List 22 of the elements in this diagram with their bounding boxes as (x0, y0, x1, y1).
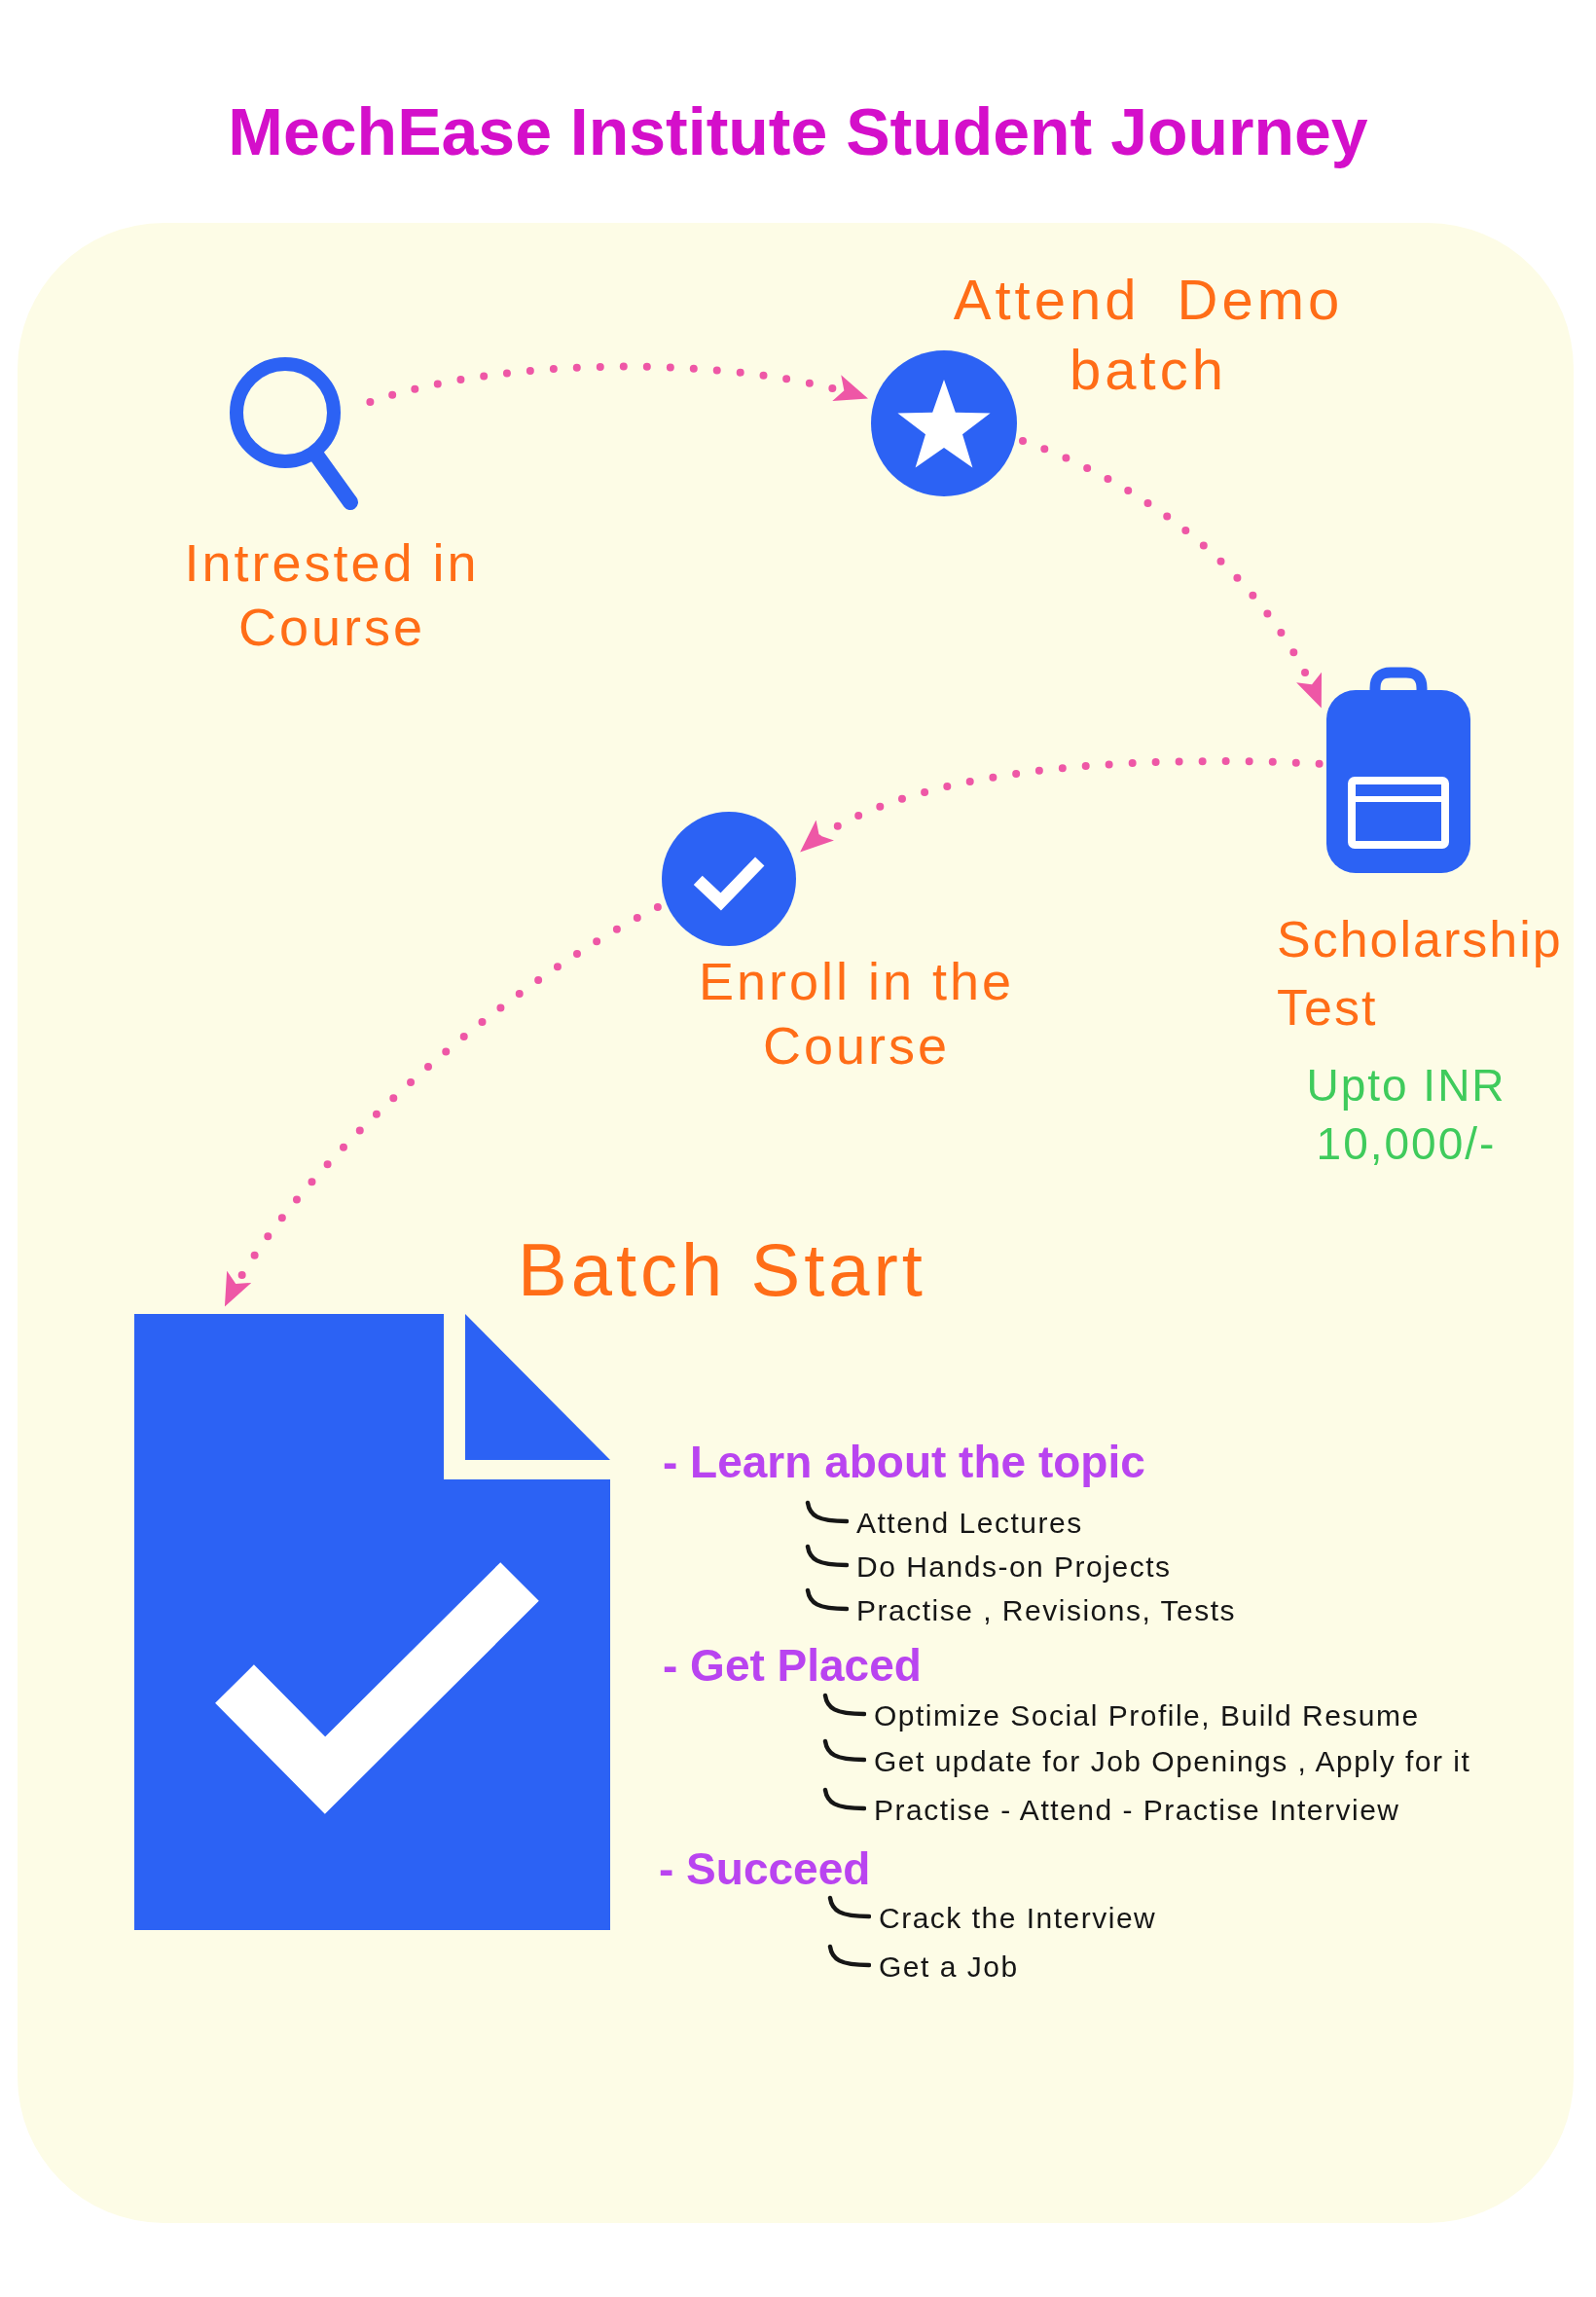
list-heading: - Get Placed (663, 1640, 922, 1691)
list-heading: - Succeed (659, 1843, 871, 1894)
list-item: Optimize Social Profile, Build Resume (874, 1698, 1420, 1733)
step-caption: Intrested in Course (183, 532, 481, 658)
list-item: Attend Lectures (856, 1506, 1083, 1541)
backpack-icon (1326, 667, 1470, 873)
amount-note: Upto INR 10,000/- (1305, 1059, 1507, 1171)
document-check-icon (134, 1314, 610, 1930)
list-item: Do Hands-on Projects (856, 1550, 1172, 1585)
step-caption: Attend Demo batch (952, 267, 1345, 403)
step-caption: Batch Start (518, 1228, 926, 1312)
list-item: Crack the Interview (879, 1901, 1157, 1936)
list-item: Get update for Job Openings , Apply for it (874, 1744, 1471, 1779)
list-heading: - Learn about the topic (663, 1437, 1145, 1487)
step-caption: Enroll in the Course (697, 951, 1016, 1076)
step-caption: Scholarship Test (1277, 910, 1564, 1038)
page-title: MechEase Institute Student Journey (228, 93, 1368, 169)
check-circle-icon (662, 812, 796, 946)
list-item: Practise , Revisions, Tests (856, 1593, 1237, 1628)
star-circle-icon (871, 350, 1017, 496)
list-item: Get a Job (879, 1950, 1019, 1985)
list-item: Practise - Attend - Practise Interview (874, 1793, 1400, 1828)
